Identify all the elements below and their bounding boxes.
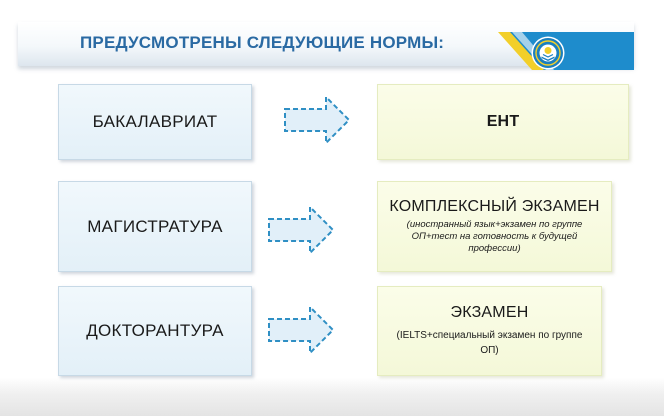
requirement-note: (IELTS+специальный экзамен по группе ОП) bbox=[396, 330, 583, 356]
level-label: ДОКТОРАНТУРА bbox=[86, 321, 224, 340]
arrow-right-icon bbox=[284, 94, 351, 146]
requirement-box-bachelor: ЕНТ bbox=[377, 84, 629, 160]
level-box-master: МАГИСТРАТУРА bbox=[58, 181, 252, 272]
requirement-title: КОМПЛЕКСНЫЙ ЭКЗАМЕН bbox=[389, 198, 600, 215]
arrow-right-icon bbox=[268, 204, 335, 256]
level-label: МАГИСТРАТУРА bbox=[87, 216, 223, 236]
requirement-box-master: КОМПЛЕКСНЫЙ ЭКЗАМЕН (иностранный язык+эк… bbox=[377, 181, 612, 272]
requirement-title: ЭКЗАМЕН bbox=[450, 304, 529, 321]
level-label: БАКАЛАВРИАТ bbox=[92, 112, 218, 131]
level-box-bachelor: БАКАЛАВРИАТ bbox=[58, 84, 252, 160]
requirement-title: ЕНТ bbox=[486, 113, 520, 130]
logo-ribbon bbox=[498, 32, 634, 70]
requirement-note: (иностранный язык+экзамен по группе ОП+т… bbox=[406, 219, 583, 254]
bottom-band bbox=[0, 378, 664, 416]
slide-title: ПРЕДУСМОТРЕНЫ СЛЕДУЮЩИЕ НОРМЫ: bbox=[80, 33, 445, 52]
requirement-box-doctoral: ЭКЗАМЕН (IELTS+специальный экзамен по гр… bbox=[377, 286, 602, 376]
university-emblem-icon bbox=[531, 36, 565, 70]
arrow-right-icon bbox=[268, 304, 335, 356]
level-box-doctoral: ДОКТОРАНТУРА bbox=[58, 286, 252, 376]
